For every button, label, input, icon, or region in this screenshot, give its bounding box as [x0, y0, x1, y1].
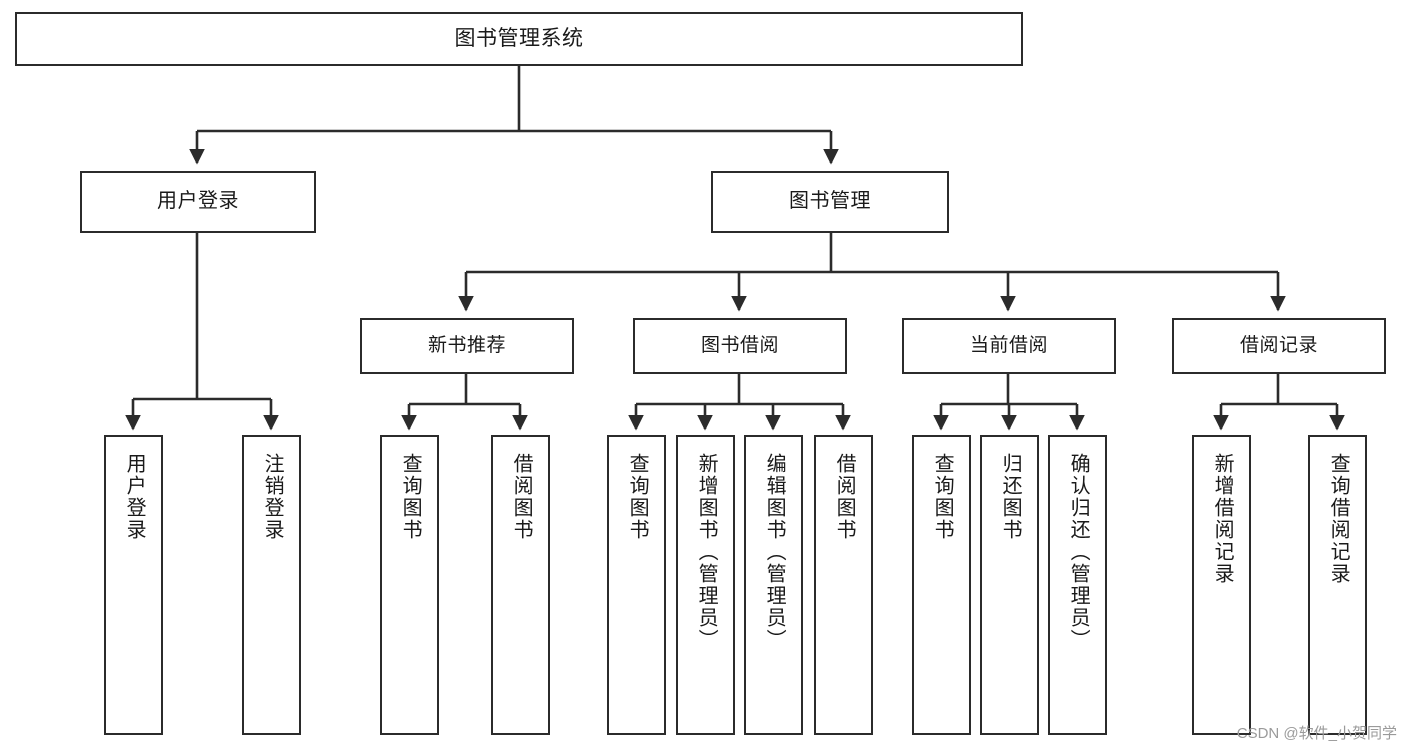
node-user-login[interactable]: 用户登录: [80, 171, 316, 233]
leaf-query-book-2[interactable]: 查询图书: [607, 435, 666, 735]
node-book-manage[interactable]: 图书管理: [711, 171, 949, 233]
leaf-query-book-1[interactable]: 查询图书: [380, 435, 439, 735]
leaf-user-login[interactable]: 用户登录: [104, 435, 163, 735]
leaf-borrow-book-1[interactable]: 借阅图书: [491, 435, 550, 735]
leaf-logout-login-label: 注销登录: [261, 453, 284, 541]
node-book-borrow[interactable]: 图书借阅: [633, 318, 847, 374]
leaf-logout-login[interactable]: 注销登录: [242, 435, 301, 735]
node-current-borrow-label: 当前借阅: [969, 334, 1048, 356]
leaf-confirm-return-label: 确认归还（管理员）: [1067, 453, 1090, 651]
leaf-query-book-2-label: 查询图书: [626, 453, 649, 541]
node-book-borrow-label: 图书借阅: [700, 334, 779, 356]
leaf-borrow-book-2[interactable]: 借阅图书: [814, 435, 873, 735]
leaf-borrow-book-1-label: 借阅图书: [510, 453, 533, 541]
leaf-query-record-label: 查询借阅记录: [1327, 453, 1350, 585]
node-new-book-recommend[interactable]: 新书推荐: [360, 318, 574, 374]
node-book-manage-label: 图书管理: [789, 190, 871, 213]
leaf-query-book-3[interactable]: 查询图书: [912, 435, 971, 735]
leaf-return-book[interactable]: 归还图书: [980, 435, 1039, 735]
leaf-user-login-label: 用户登录: [123, 453, 146, 541]
leaf-query-book-3-label: 查询图书: [931, 453, 954, 541]
node-current-borrow[interactable]: 当前借阅: [902, 318, 1116, 374]
leaf-add-book[interactable]: 新增图书（管理员）: [676, 435, 735, 735]
leaf-borrow-book-2-label: 借阅图书: [833, 453, 856, 541]
leaf-add-record-label: 新增借阅记录: [1211, 453, 1234, 585]
csdn-watermark: CSDN @软件_小贺同学: [1236, 725, 1397, 742]
node-new-book-recommend-label: 新书推荐: [427, 334, 506, 356]
node-root[interactable]: 图书管理系统: [15, 12, 1023, 66]
leaf-add-book-label: 新增图书（管理员）: [695, 453, 718, 651]
leaf-edit-book[interactable]: 编辑图书（管理员）: [744, 435, 803, 735]
leaf-query-record[interactable]: 查询借阅记录: [1308, 435, 1367, 735]
leaf-add-record[interactable]: 新增借阅记录: [1192, 435, 1251, 735]
leaf-confirm-return[interactable]: 确认归还（管理员）: [1048, 435, 1107, 735]
node-root-label: 图书管理系统: [454, 26, 584, 50]
node-borrow-record-label: 借阅记录: [1239, 334, 1318, 356]
node-user-login-label: 用户登录: [157, 190, 239, 213]
node-borrow-record[interactable]: 借阅记录: [1172, 318, 1386, 374]
leaf-query-book-1-label: 查询图书: [399, 453, 422, 541]
leaf-edit-book-label: 编辑图书（管理员）: [763, 453, 786, 651]
leaf-return-book-label: 归还图书: [999, 453, 1022, 541]
